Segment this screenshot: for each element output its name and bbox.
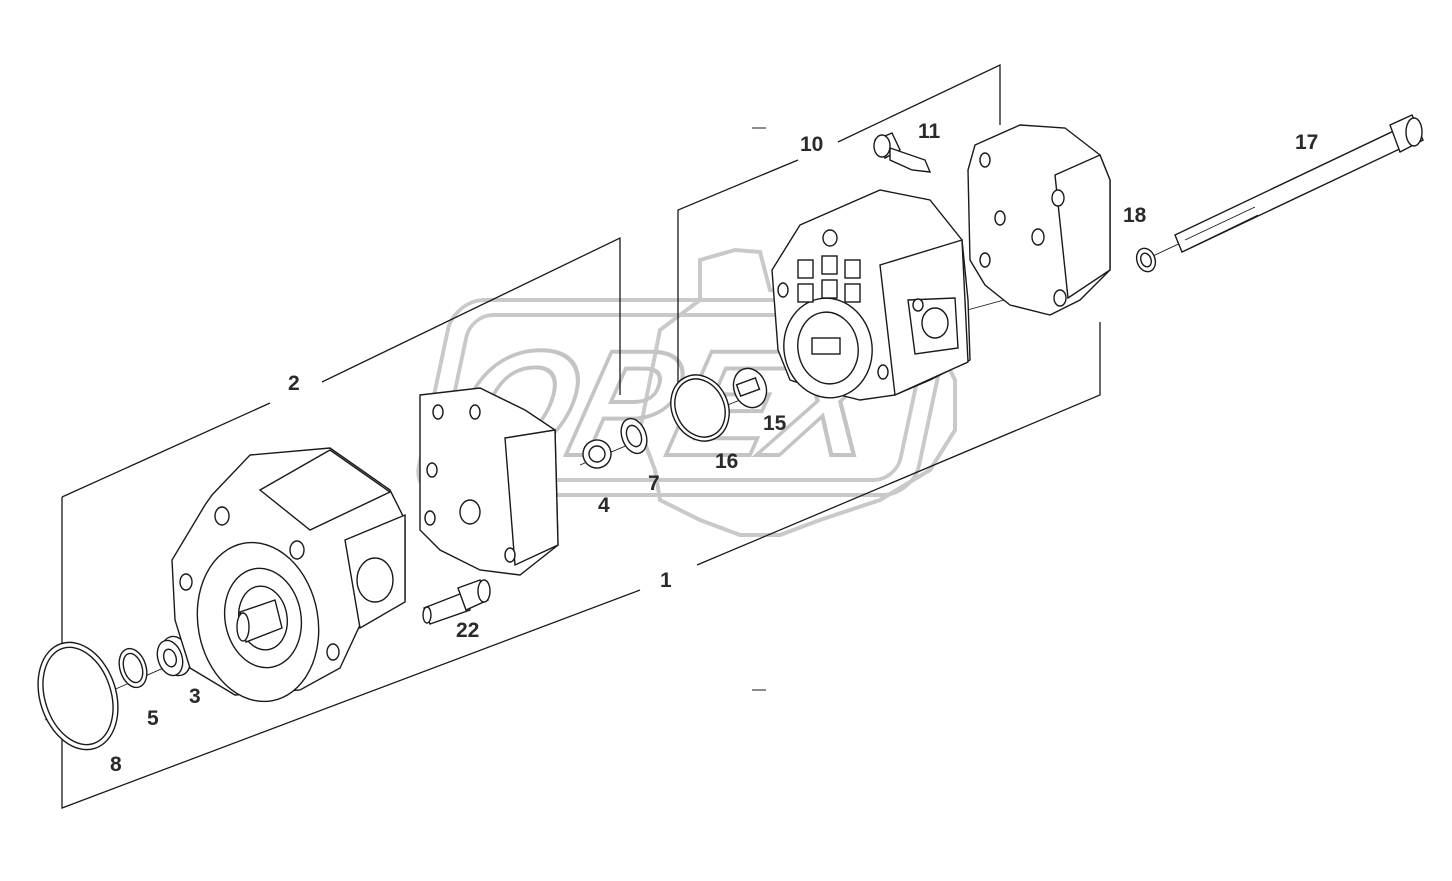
label-1: 1 xyxy=(660,569,672,592)
rear-pump-body-part-10 xyxy=(771,189,971,401)
circlip-part-5 xyxy=(118,647,148,689)
label-7: 7 xyxy=(648,472,660,495)
front-pump-body-part-2 xyxy=(171,447,406,703)
seal-part-4 xyxy=(582,439,612,469)
valve-part-11 xyxy=(873,132,932,173)
long-bolt-part-17 xyxy=(1174,114,1424,253)
tick-mark xyxy=(752,127,766,691)
coupling-part-15 xyxy=(732,367,768,409)
label-22: 22 xyxy=(456,619,479,642)
label-18: 18 xyxy=(1123,204,1147,227)
label-15: 15 xyxy=(763,412,787,435)
label-16: 16 xyxy=(715,450,738,473)
label-3: 3 xyxy=(189,685,201,708)
center-plate xyxy=(419,387,559,576)
tab-washer-part-7 xyxy=(620,417,648,455)
label-17: 17 xyxy=(1295,131,1318,154)
label-10: 10 xyxy=(800,133,823,156)
label-2: 2 xyxy=(288,372,300,395)
part-labels: 1 2 3 4 5 7 8 10 11 15 16 17 18 22 xyxy=(110,120,1318,776)
label-11: 11 xyxy=(918,120,941,143)
end-cover xyxy=(967,124,1111,316)
assembly-boundary xyxy=(61,63,1101,809)
washer-part-18 xyxy=(1135,247,1157,273)
o-ring-part-16 xyxy=(670,374,730,442)
label-4: 4 xyxy=(598,494,610,517)
o-ring-part-8 xyxy=(37,641,119,751)
cap-screw-part-22 xyxy=(422,579,491,625)
label-5: 5 xyxy=(147,707,159,730)
label-8: 8 xyxy=(110,753,122,776)
